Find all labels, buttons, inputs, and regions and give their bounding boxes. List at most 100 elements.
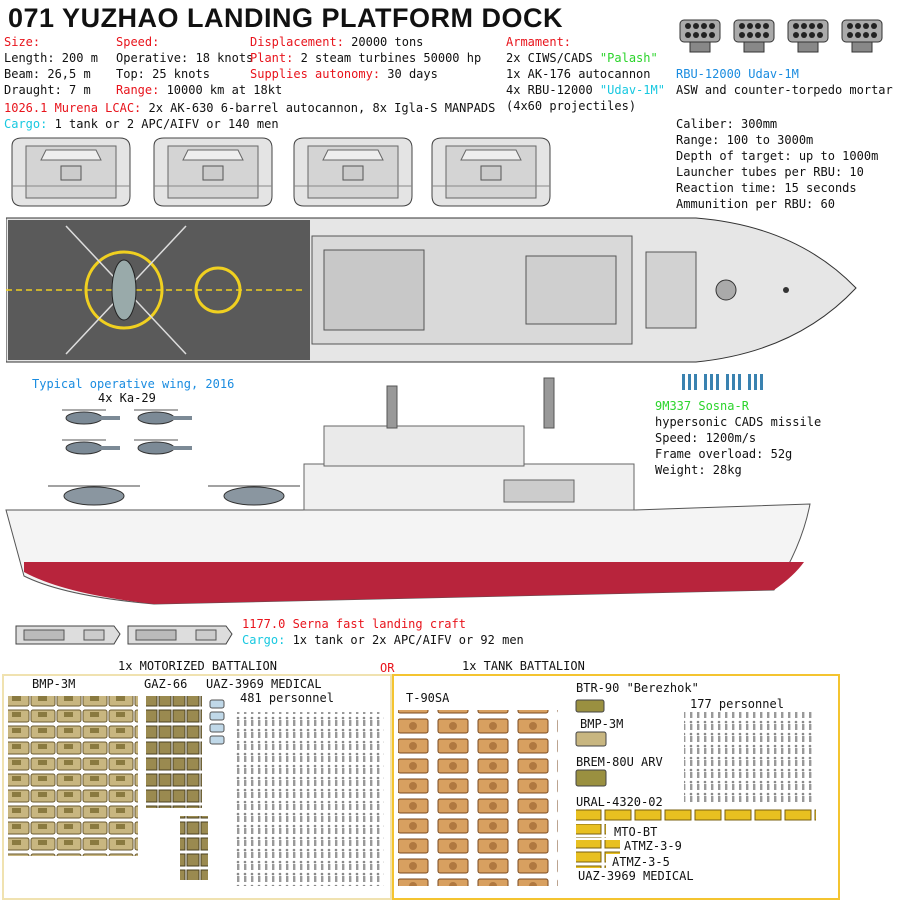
t90sa-tank-icons (398, 710, 558, 886)
beam-spec: Beam: 26,5 m (4, 67, 91, 81)
rbu-text: 4x RBU-12000 (506, 83, 600, 97)
bmp3m-vehicle-icons (8, 696, 138, 856)
gaz66-extra-icons (180, 816, 208, 880)
rbu-launcher-icon (679, 19, 721, 53)
armament-block: Armament: 2x CIWS/CADS "Palash" 1x AK-17… (506, 34, 665, 114)
atmz35-icon (576, 854, 606, 868)
lcac-hovercraft-icon (11, 137, 131, 207)
supplies-label: Supplies autonomy: (250, 67, 381, 81)
serna-craft-icons (15, 625, 233, 645)
atmz35-label: ATMZ-3-5 (612, 855, 670, 869)
speed-label: Speed: (116, 35, 160, 49)
rbu-desc: ASW and counter-torpedo mortar (676, 83, 893, 97)
tank-battalion-title: 1x TANK BATTALION (462, 659, 585, 673)
t90sa-label: T-90SA (406, 691, 450, 705)
rbu-depth: Depth of target: up to 1000m (676, 149, 879, 163)
serna-cargo-value: 1x tank or 2x APC/AIFV or 92 men (285, 633, 524, 647)
or-label: OR (380, 661, 395, 675)
uaz-medical-label: UAZ-3969 MEDICAL (206, 677, 322, 691)
size-specs: Size: Length: 200 m Beam: 26,5 m Draught… (4, 34, 98, 98)
ak176-text: 1x AK-176 autocannon (506, 67, 651, 81)
ka29-helicopter-icon (62, 409, 120, 425)
serna-specs: 1177.0 Serna fast landing craft Cargo: 1… (242, 616, 524, 648)
plant-label: Plant: (250, 51, 294, 65)
lcac-value: 2x AK-630 6-barrel autocannon, 8x Igla-S… (141, 101, 496, 115)
ship-specs: Displacement: 20000 tons Plant: 2 steam … (250, 34, 481, 82)
range-value: 10000 km at 18kt (159, 83, 283, 97)
bmp3m-label: BMP-3M (32, 677, 76, 691)
serna-name: 1177.0 Serna fast landing craft (242, 617, 466, 631)
brem-label: BREM-80U ARV (576, 755, 663, 769)
brem-arv-icon (575, 769, 607, 787)
rbu-launcher-icons (679, 19, 883, 53)
btr90-icon (575, 699, 605, 713)
motorized-battalion-box (2, 674, 392, 900)
rbu-name: RBU-12000 Udav-1M (676, 67, 799, 81)
sosna-overload: Frame overload: 52g (655, 447, 793, 461)
page-title: 071 YUZHAO LANDING PLATFORM DOCK (8, 3, 564, 33)
sosna-missile-icons (682, 374, 763, 390)
tank-battalion-box (392, 674, 840, 900)
armament-label: Armament: (506, 35, 572, 49)
plant-value: 2 steam turbines 50000 hp (293, 51, 482, 65)
ship-side-view (5, 377, 811, 605)
displacement-value: 20000 tons (343, 35, 424, 49)
ka29-icons (62, 409, 193, 455)
uaz-ambulance-icons (209, 699, 225, 745)
lcac-top-views (11, 137, 551, 207)
range-spec: Range: 10000 km at 18kt (116, 82, 282, 98)
supplies-value: 30 days (380, 67, 438, 81)
top-speed: Top: 25 knots (116, 67, 210, 81)
atmz39-label: ATMZ-3-9 (624, 839, 682, 853)
palash-name: "Palash" (599, 51, 658, 65)
sosna-name: 9M337 Sosna-R (655, 399, 749, 413)
serna-landing-craft-icon (15, 625, 121, 645)
speed-specs: Speed: Operative: 18 knots Top: 25 knots… (116, 34, 282, 98)
wing-title: Typical operative wing, 2016 (32, 377, 235, 391)
range-label: Range: (116, 83, 160, 97)
rbu-details: Caliber: 300mm Range: 100 to 3000m Depth… (676, 116, 878, 212)
tank-uaz-label: UAZ-3969 MEDICAL (578, 869, 694, 883)
draught-spec: Draught: 7 m (4, 83, 91, 97)
btr90-label: BTR-90 "Berezhok" (576, 681, 699, 695)
rbu-specs: RBU-12000 Udav-1M ASW and counter-torped… (676, 66, 893, 98)
motorized-personnel: 481 personnel (240, 691, 334, 705)
motorized-personnel-icons (234, 712, 384, 886)
motorized-battalion-title: 1x MOTORIZED BATTALION (118, 659, 277, 673)
ural-truck-icons (576, 808, 816, 822)
sosna-specs: 9M337 Sosna-R hypersonic CADS missile Sp… (655, 398, 821, 478)
ship-top-view (6, 217, 857, 363)
tank-personnel-icons (684, 712, 814, 802)
gaz66-label: GAZ-66 (144, 677, 188, 691)
sosna-weight: Weight: 28kg (655, 463, 742, 477)
projectiles-text: (4x60 projectiles) (506, 99, 637, 113)
ciws-text: 2x CIWS/CADS (506, 51, 600, 65)
ural-label: URAL-4320-02 (576, 795, 663, 809)
gaz66-truck-icons (146, 696, 202, 808)
sosna-desc: hypersonic CADS missile (655, 415, 822, 429)
rbu-reaction: Reaction time: 15 seconds (676, 181, 857, 195)
cargo-label: Cargo: (4, 117, 48, 131)
wing-count: 4x Ka-29 (98, 391, 156, 405)
bmp3m-icon (575, 731, 607, 747)
tank-units (398, 699, 816, 886)
displacement-label: Displacement: (250, 35, 344, 49)
operative-speed: Operative: 18 knots (116, 51, 254, 65)
rbu-ammo: Ammunition per RBU: 60 (676, 197, 835, 211)
mtobt-label: MTO-BT (614, 825, 658, 839)
rbu-tubes: Launcher tubes per RBU: 10 (676, 165, 864, 179)
udav-name: "Udav-1M" (599, 83, 665, 97)
atmz39-icons (576, 840, 620, 854)
mtobt-icon (576, 824, 606, 838)
lcac-specs: 1026.1 Murena LCAC: 2x AK-630 6-barrel a… (4, 100, 495, 132)
tank-bmp3m-label: BMP-3M (580, 717, 624, 731)
rbu-caliber: Caliber: 300mm (676, 117, 778, 131)
lcac-label: 1026.1 Murena LCAC: (4, 101, 142, 115)
serna-cargo-label: Cargo: (242, 633, 286, 647)
cargo-value: 1 tank or 2 APC/AIFV or 140 men (47, 117, 279, 131)
sosna-speed: Speed: 1200m/s (655, 431, 757, 445)
length-spec: Length: 200 m (4, 51, 98, 65)
tank-personnel: 177 personnel (690, 697, 784, 711)
size-label: Size: (4, 35, 41, 49)
rbu-range: Range: 100 to 3000m (676, 133, 814, 147)
